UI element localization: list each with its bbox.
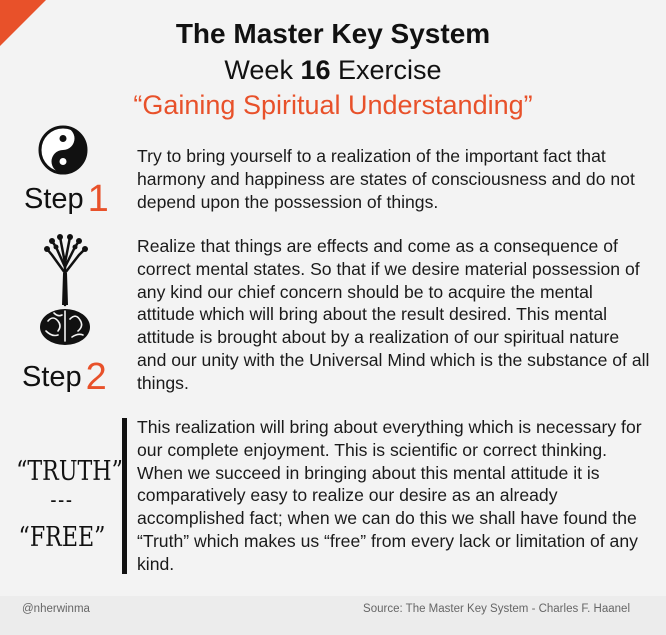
truth-free-separator: --- (50, 488, 74, 513)
step-1-text: Step (24, 183, 84, 215)
tree-brain-icon (40, 234, 90, 345)
step-2-text: Step (22, 361, 82, 393)
week-suffix: Exercise (338, 55, 442, 85)
yin-yang-icon (38, 125, 88, 175)
vertical-divider (122, 418, 127, 574)
source-credit: Source: The Master Key System - Charles … (363, 603, 630, 615)
step-2-number: 2 (85, 356, 107, 398)
author-handle: @nherwinma (22, 603, 90, 615)
step-1-paragraph: Try to bring yourself to a realization o… (137, 146, 635, 212)
week-number: 16 (300, 55, 331, 85)
week-prefix: Week (224, 55, 293, 85)
exercise-title: “Gaining Spiritual Understanding” (133, 90, 533, 120)
truth-word: “TRUTH” (16, 456, 123, 487)
step-1-number: 1 (87, 178, 109, 220)
week-subtitle: Week 16 Exercise (0, 55, 666, 86)
conclusion-paragraph: This realization will bring about everyt… (137, 417, 642, 574)
free-word: “FREE” (18, 522, 106, 553)
page-title: The Master Key System (175, 18, 491, 49)
step-2-paragraph: Realize that things are effects and come… (137, 236, 650, 393)
corner-triangle-decoration (0, 0, 46, 46)
footer-bar (0, 596, 666, 635)
